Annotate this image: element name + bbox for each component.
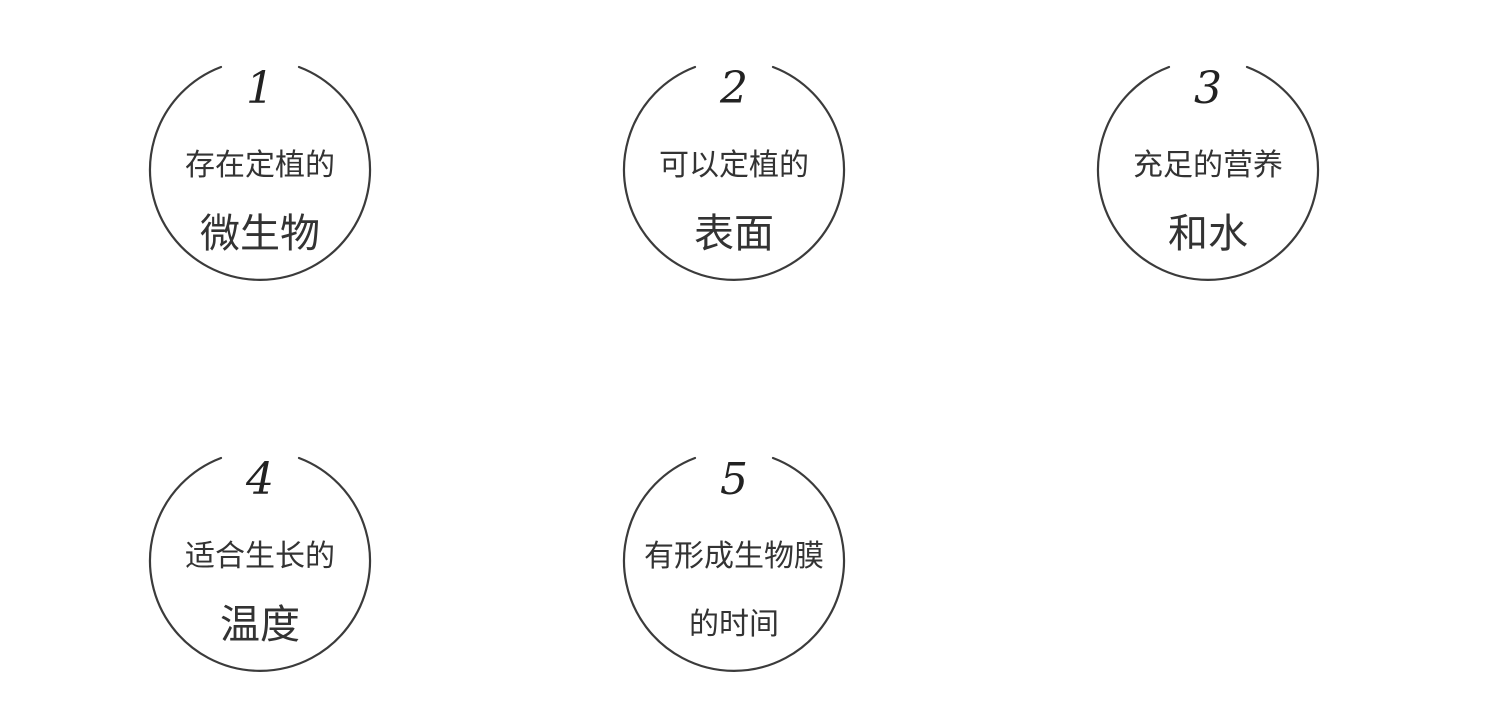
condition-node-5: 5 有形成生物膜 的时间 xyxy=(622,421,846,701)
node-label-line1: 适合生长的 xyxy=(185,539,335,574)
circle-outline xyxy=(148,456,372,672)
circle-outline xyxy=(1096,65,1320,281)
circle-outline xyxy=(148,65,372,281)
condition-node-3: 3 充足的营养 和水 xyxy=(1096,30,1320,310)
node-number: 5 xyxy=(720,454,748,505)
node-number: 3 xyxy=(1194,63,1222,114)
node-label-line1: 充足的营养 xyxy=(1133,148,1283,183)
circle-outline xyxy=(622,65,846,281)
condition-node-4: 4 适合生长的 温度 xyxy=(148,421,372,701)
condition-node-2: 2 可以定植的 表面 xyxy=(622,30,846,310)
node-label-line1: 可以定植的 xyxy=(659,148,809,183)
node-label-line2: 温度 xyxy=(220,602,300,648)
node-label-line1: 有形成生物膜 xyxy=(644,539,824,574)
node-number: 2 xyxy=(720,63,748,114)
node-label-line2: 微生物 xyxy=(200,211,320,257)
node-number: 4 xyxy=(246,454,274,505)
node-number: 1 xyxy=(246,63,274,114)
node-label-line2: 和水 xyxy=(1168,211,1248,257)
condition-node-1: 1 存在定植的 微生物 xyxy=(148,30,372,310)
node-label-line2: 的时间 xyxy=(689,607,779,642)
circle-outline xyxy=(622,456,846,672)
node-label-line2: 表面 xyxy=(694,211,774,257)
node-label-line1: 存在定植的 xyxy=(185,148,335,183)
